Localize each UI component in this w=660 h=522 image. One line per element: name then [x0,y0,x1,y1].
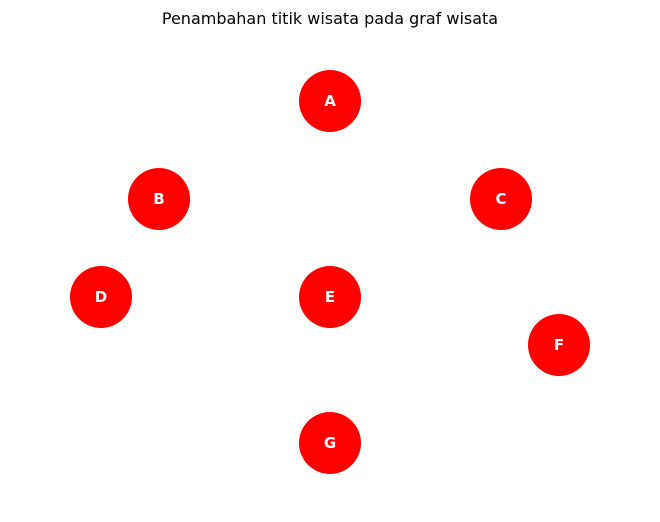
node-label: B [153,190,164,208]
node-circle [299,412,361,474]
node-circle [128,168,190,230]
node-circle [528,314,590,376]
node-label: C [495,190,506,208]
node-label: E [325,288,335,306]
node-e: E [299,266,361,328]
node-label: G [324,434,336,452]
node-circle [70,266,132,328]
figure-title: Penambahan titik wisata pada graf wisata [162,9,498,28]
node-b: B [128,168,190,230]
node-label: D [95,288,107,306]
node-circle [299,70,361,132]
node-circle [299,266,361,328]
node-c: C [470,168,532,230]
node-label: F [554,336,564,354]
nodes-layer: A B C D E F G [70,70,590,474]
node-d: D [70,266,132,328]
node-label: A [324,92,336,110]
node-f: F [528,314,590,376]
node-g: G [299,412,361,474]
node-circle [470,168,532,230]
node-a: A [299,70,361,132]
